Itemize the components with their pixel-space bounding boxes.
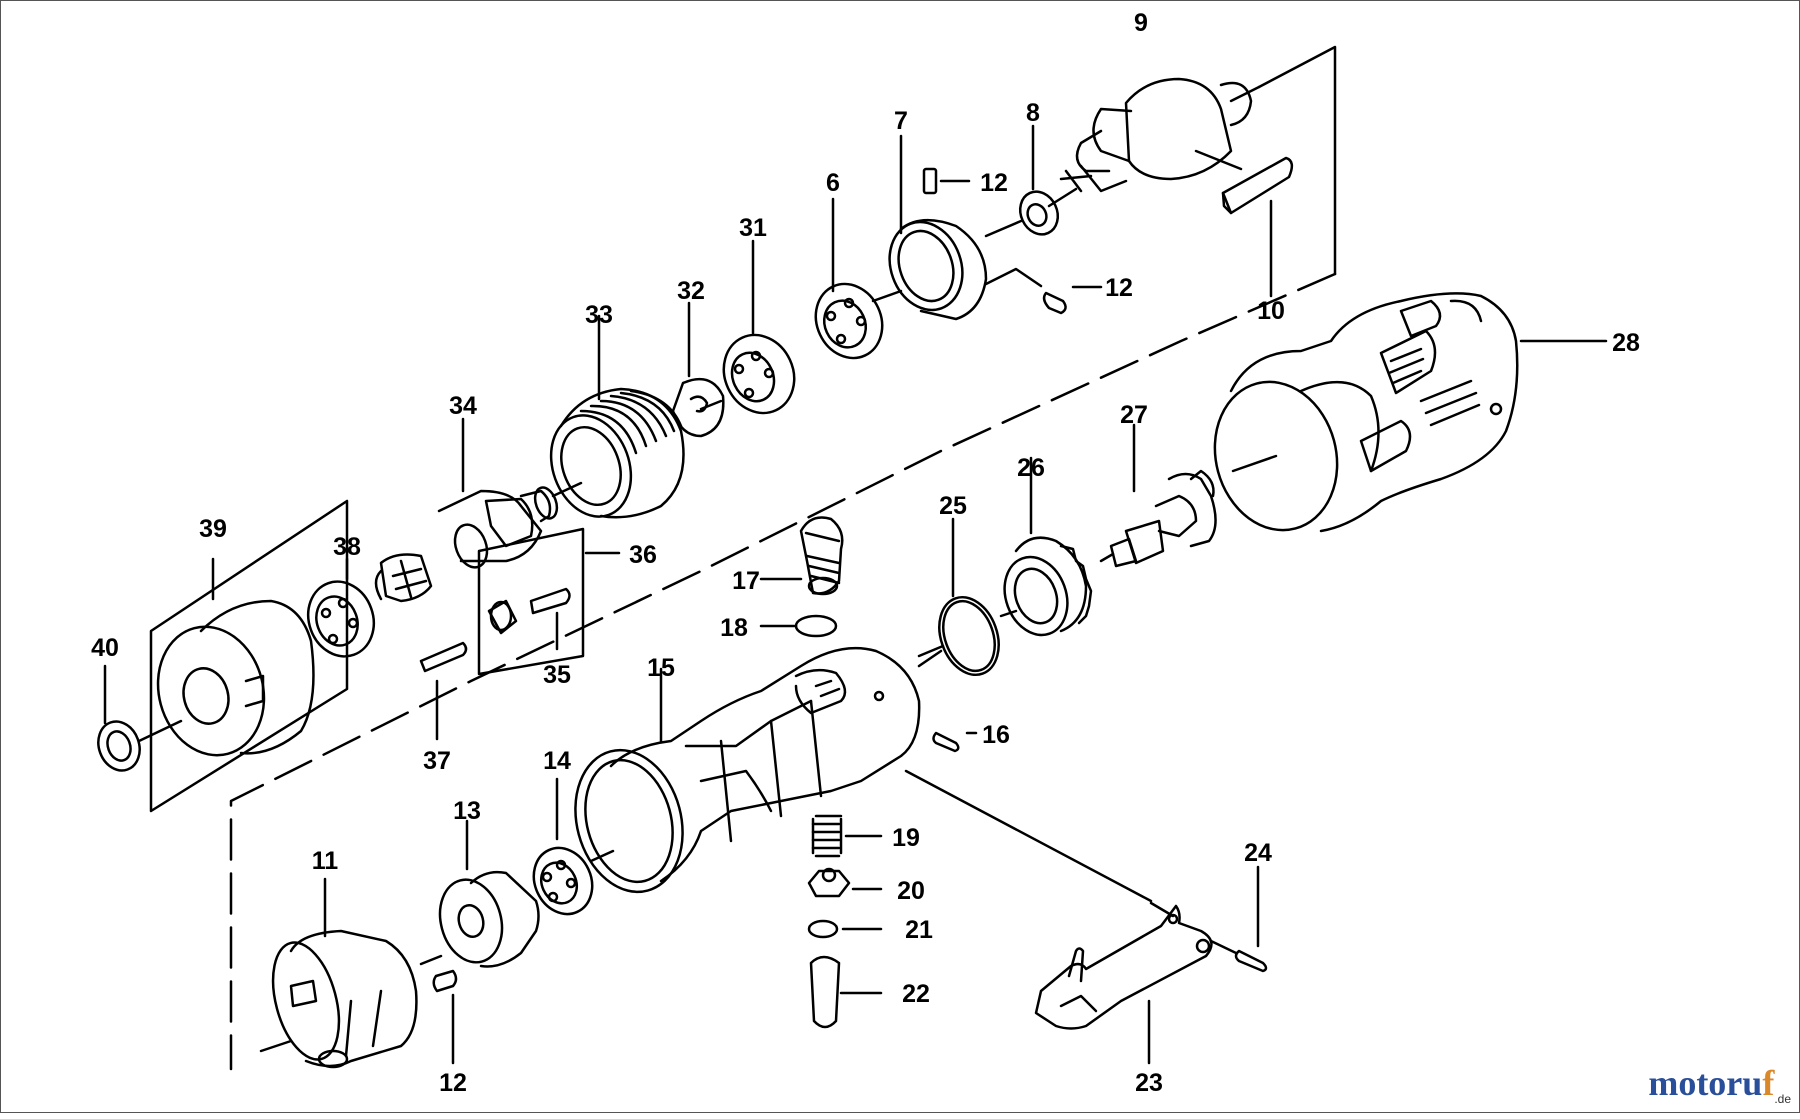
part-7: [888, 134, 1043, 321]
part-16: [932, 731, 978, 753]
label-31: 31: [739, 214, 767, 242]
label-32: 32: [677, 277, 705, 305]
label-24: 24: [1244, 839, 1272, 867]
part-31: [699, 239, 796, 415]
label-23: 23: [1135, 1069, 1163, 1097]
part-12-top: [922, 167, 971, 195]
label-17: 17: [732, 567, 760, 595]
label-14: 14: [543, 747, 571, 775]
watermark-text: motoru: [1648, 1062, 1763, 1103]
part-33: [549, 314, 685, 519]
watermark-f: f: [1762, 1062, 1775, 1103]
part-28: [1213, 292, 1608, 533]
label-39: 39: [199, 515, 227, 543]
label-38: 38: [333, 533, 361, 561]
label-37: 37: [423, 747, 451, 775]
part-32: [671, 301, 725, 438]
label-16: 16: [982, 721, 1010, 749]
part-12-bottom: [432, 969, 458, 1065]
part-38: [306, 557, 376, 658]
part-23: [1034, 901, 1213, 1065]
part-11: [259, 877, 418, 1069]
part-20: [807, 867, 883, 898]
watermark-logo: motoruf.de: [1648, 1062, 1791, 1106]
label-20: 20: [897, 877, 925, 905]
label-21: 21: [905, 916, 933, 944]
part-13: [419, 819, 540, 968]
part-12-mid: [1042, 285, 1103, 315]
label-7: 7: [894, 107, 908, 135]
label-19: 19: [892, 824, 920, 852]
part-40: [97, 664, 183, 772]
part-21: [807, 919, 883, 939]
label-27: 27: [1120, 401, 1148, 429]
part-19: [811, 814, 883, 858]
upper-frame-line: [1257, 45, 1337, 276]
part-17: [759, 516, 844, 596]
part-22: [809, 955, 883, 1029]
label-26: 26: [1017, 454, 1045, 482]
label-35: 35: [543, 661, 571, 689]
label-28: 28: [1612, 329, 1640, 357]
part-15: [574, 646, 943, 894]
part-labels: 9 7 8 12 6 31 12 10 32 33 28 34 27 26 39…: [91, 9, 1640, 1097]
label-6: 6: [826, 169, 840, 197]
part-39: [156, 599, 315, 757]
label-34: 34: [449, 392, 477, 420]
part-10: [1194, 149, 1294, 298]
part-37: [419, 641, 468, 741]
lower-axis-line: [904, 769, 1153, 903]
upper-axis-dashed: [229, 272, 1337, 1071]
label-36: 36: [629, 541, 657, 569]
label-33: 33: [585, 301, 613, 329]
watermark-suffix: .de: [1774, 1092, 1791, 1106]
part-39-bracket: [149, 499, 349, 813]
label-18: 18: [720, 614, 748, 642]
part-26: [1003, 456, 1093, 637]
label-40: 40: [91, 634, 119, 662]
label-12-b: 12: [1105, 274, 1133, 302]
label-22: 22: [902, 980, 930, 1008]
part-8: [984, 124, 1060, 238]
label-11: 11: [312, 847, 339, 875]
label-12-c: 12: [439, 1069, 467, 1097]
part-27: [1099, 423, 1217, 568]
label-25: 25: [939, 492, 967, 520]
part-24: [1209, 865, 1268, 973]
part-6: [814, 197, 903, 360]
label-13: 13: [453, 797, 481, 825]
part-25: [917, 517, 1018, 677]
label-9: 9: [1134, 9, 1148, 37]
part-9: [1047, 77, 1261, 208]
label-8: 8: [1026, 99, 1040, 127]
part-14: [532, 777, 615, 916]
part-36-35: [477, 527, 621, 676]
label-10: 10: [1257, 297, 1285, 325]
label-15: 15: [647, 654, 675, 682]
label-12-a: 12: [980, 169, 1008, 197]
part-18: [759, 614, 838, 638]
